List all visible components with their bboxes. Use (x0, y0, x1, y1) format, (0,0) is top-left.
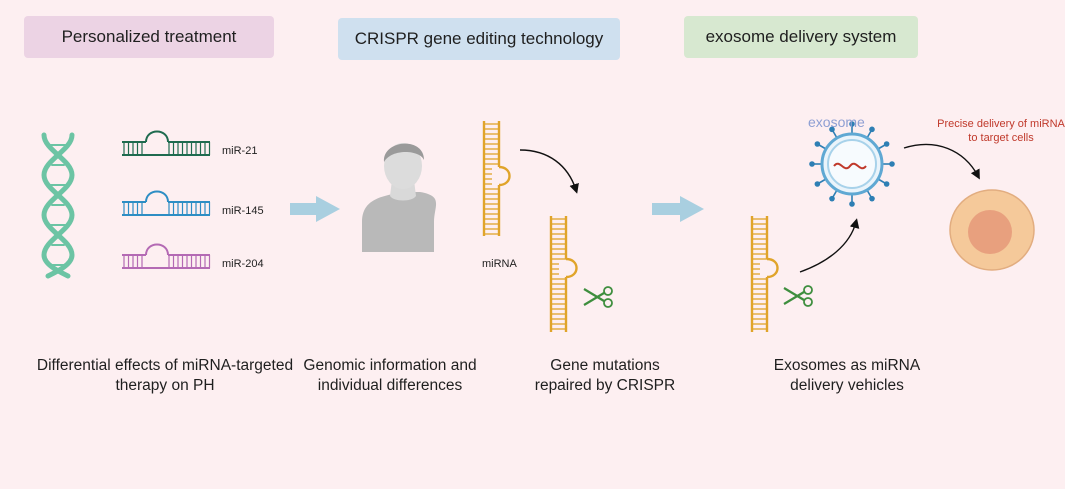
mir-145-label: miR-145 (222, 205, 264, 217)
mir-145-hairpin-icon (122, 190, 211, 216)
mir-21-label: miR-21 (222, 145, 258, 157)
curved-arrow-icon (519, 149, 579, 194)
header-crispr-technology: CRISPR gene editing technology (338, 18, 620, 60)
caption-genomic-information: Genomic information and individual diffe… (303, 357, 477, 394)
flow-arrow-icon (652, 196, 704, 222)
exosome-icon (809, 121, 895, 207)
mirna-strand-cut-icon (549, 216, 578, 332)
mir-204-label: miR-204 (222, 258, 264, 270)
header-exosome-delivery: exosome delivery system (684, 16, 918, 58)
caption-differential-effects: Differential effects of miRNA-targeted t… (36, 357, 294, 394)
curved-arrow-icon (903, 143, 980, 180)
caption-gene-mutations: Gene mutations repaired by CRISPR (534, 357, 676, 394)
header-personalized-treatment: Personalized treatment (24, 16, 274, 58)
delivery-label: Precise delivery of miRNA to target cell… (937, 118, 1065, 144)
target-cell-icon (949, 189, 1035, 271)
mirna-strand-icon (482, 121, 511, 236)
flow-arrow-icon (290, 196, 340, 222)
mirna-strand-loaded-icon (750, 216, 779, 332)
scissors-icon (583, 286, 613, 308)
curved-arrow-icon (799, 218, 860, 273)
caption-exosome-vehicles: Exosomes as miRNA delivery vehicles (773, 357, 921, 394)
dna-helix-icon (41, 132, 75, 279)
scissors-icon (783, 285, 813, 307)
person-icon (362, 143, 437, 252)
mir-21-hairpin-icon (122, 130, 211, 156)
mir-204-hairpin-icon (122, 243, 211, 269)
exosome-label: exosome (808, 114, 865, 130)
mirna-label: miRNA (482, 258, 517, 270)
